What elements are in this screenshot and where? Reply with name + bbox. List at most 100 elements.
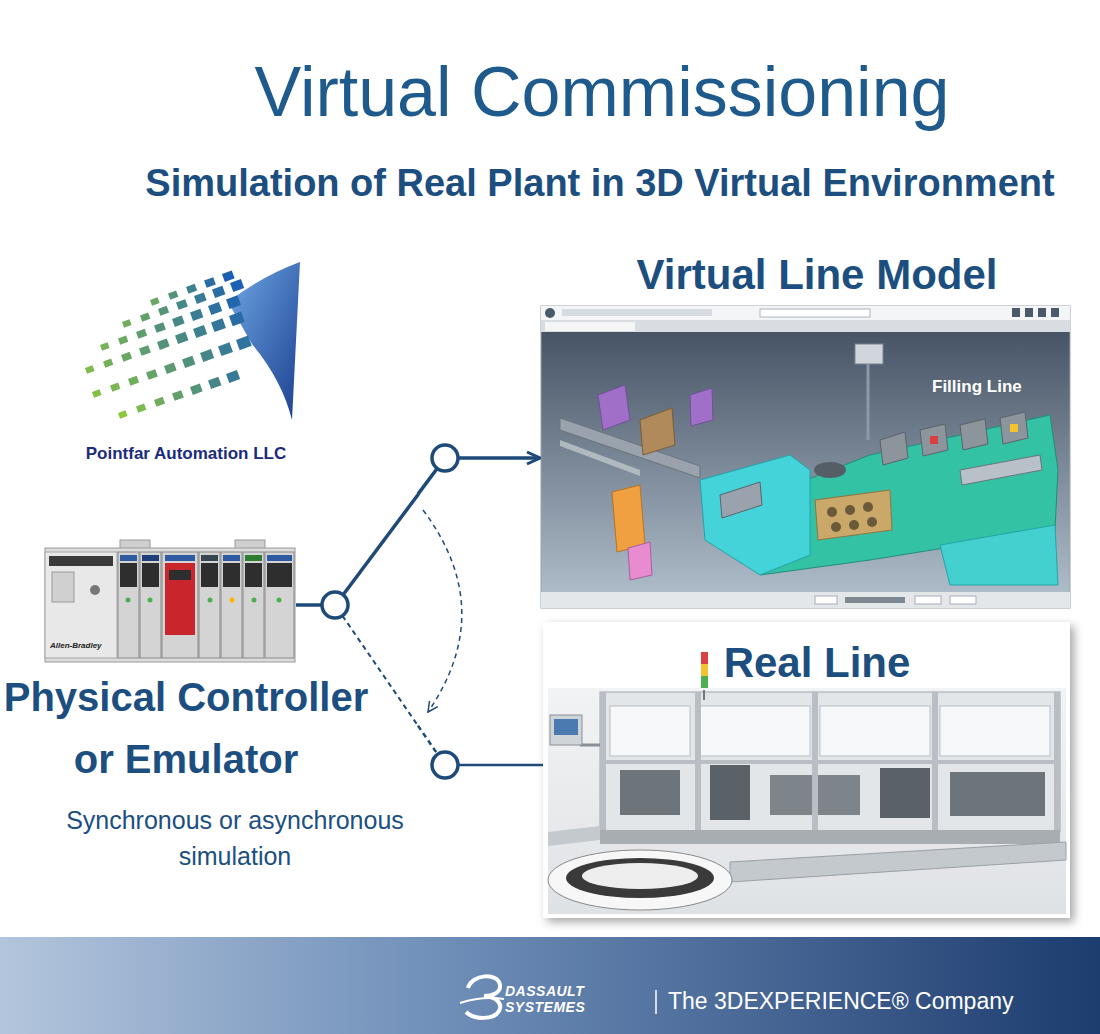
plc-controller-picture — [165, 563, 195, 635]
plc-controller-picture — [265, 552, 294, 658]
main-title: Virtual Commissioning — [253, 52, 951, 133]
plc-controller-picture — [162, 552, 198, 658]
company-logo — [150, 297, 160, 305]
plc-controller-picture — [252, 598, 257, 603]
company-logo — [190, 383, 203, 394]
company-logo — [118, 410, 128, 418]
maker-mark: Allen-Bradley — [50, 641, 104, 650]
footer-band — [0, 937, 1100, 1034]
virtual-line-screenshot — [814, 462, 846, 478]
real-line-photo — [700, 706, 810, 756]
virtual-line-screenshot — [700, 455, 810, 575]
company-logo — [85, 365, 95, 373]
plc-controller-picture — [230, 598, 235, 603]
company-logo — [212, 286, 225, 298]
company-logo — [218, 342, 233, 356]
real-line-photo — [703, 690, 705, 700]
plc-controller-picture — [49, 556, 113, 566]
real-line-photo — [543, 622, 1070, 918]
company-logo — [146, 369, 158, 380]
virtual-line-screenshot — [640, 408, 675, 455]
real-line-photo — [695, 692, 701, 842]
footer-band — [0, 937, 1100, 1034]
plc-controller-picture — [221, 552, 242, 658]
company-logo — [85, 262, 300, 420]
plc-controller-picture — [223, 555, 240, 561]
real-line-photo — [820, 706, 930, 756]
real-line-photo — [600, 760, 1060, 764]
switch-contact — [322, 592, 348, 618]
virtual-line-screenshot — [628, 542, 652, 580]
screen-caption: Filling Line — [932, 377, 1024, 397]
real-line-photo — [880, 768, 930, 818]
virtual-line-screenshot — [930, 436, 938, 444]
company-logo — [158, 306, 169, 316]
real-line-photo — [610, 706, 690, 756]
company-logo — [230, 279, 244, 292]
real-line-photo — [701, 676, 708, 688]
virtual-line-panel: Virtual Line ModelFilling Line — [540, 245, 1070, 610]
real-line-photo — [582, 863, 698, 889]
company-logo — [226, 295, 241, 309]
plc-controller-picture — [277, 598, 282, 603]
real-line-photo — [932, 692, 938, 842]
company-logo — [229, 312, 245, 327]
company-logo — [176, 299, 188, 310]
virtual-line-screenshot — [690, 388, 713, 426]
plc-controller-picture — [245, 555, 262, 561]
virtual-line-screenshot — [827, 507, 837, 517]
plc-controller-picture — [120, 555, 137, 561]
plc-controller-picture — [201, 555, 218, 561]
plc-controller-picture — [243, 552, 264, 658]
virtual-line-screenshot — [1051, 308, 1059, 317]
real-line-photo — [701, 652, 708, 664]
switch-wiring — [296, 603, 322, 607]
virtual-line-screenshot — [541, 306, 1070, 608]
company-logo — [110, 383, 120, 392]
controller-note: Synchronous or asynchronous simulation — [65, 802, 405, 874]
footer-band — [655, 990, 657, 1014]
virtual-line-screenshot — [815, 596, 837, 604]
virtual-line-screenshot — [1012, 308, 1020, 317]
plc-controller-picture — [120, 563, 137, 587]
virtual-line-screenshot — [863, 502, 873, 512]
real-line-photo — [550, 715, 582, 745]
switch-wiring — [343, 494, 419, 595]
plc-controller-picture — [118, 552, 139, 658]
virtual-line-screenshot — [760, 309, 870, 317]
brand-tagline: The 3DEXPERIENCE® Company — [668, 988, 1016, 1014]
company-logo — [103, 359, 113, 368]
real-line-photo — [710, 765, 750, 820]
plc-controller-picture — [267, 563, 292, 587]
company-logo — [100, 342, 110, 350]
real-line-photo — [940, 706, 1050, 756]
plc-controller-picture — [45, 540, 295, 662]
company-logo — [186, 284, 197, 294]
plc-controller-picture — [148, 598, 153, 603]
plc-controller-picture — [267, 555, 292, 561]
real-line-photo — [548, 850, 732, 910]
real-line-photo — [554, 719, 578, 735]
virtual-line-screenshot — [867, 517, 877, 527]
plc-controller-picture — [140, 552, 161, 658]
virtual-line-screenshot — [845, 505, 855, 515]
company-logo — [122, 319, 132, 327]
ds-logo — [460, 976, 504, 1018]
company-logo — [175, 332, 188, 344]
plc-controller-picture — [201, 563, 218, 587]
virtual-line-screenshot — [598, 385, 630, 430]
company-logo — [140, 313, 150, 322]
virtual-line-screenshot — [880, 432, 908, 465]
company-name: Pointfar Automation LLC — [85, 444, 288, 464]
real-line-photo — [548, 826, 600, 846]
switch-contact — [432, 445, 458, 471]
plc-controller-picture — [165, 555, 195, 561]
real-line-panel: Real Line — [543, 622, 1070, 918]
company-logo — [172, 315, 185, 326]
company-logo — [92, 389, 102, 397]
ds-logo — [466, 976, 500, 1018]
